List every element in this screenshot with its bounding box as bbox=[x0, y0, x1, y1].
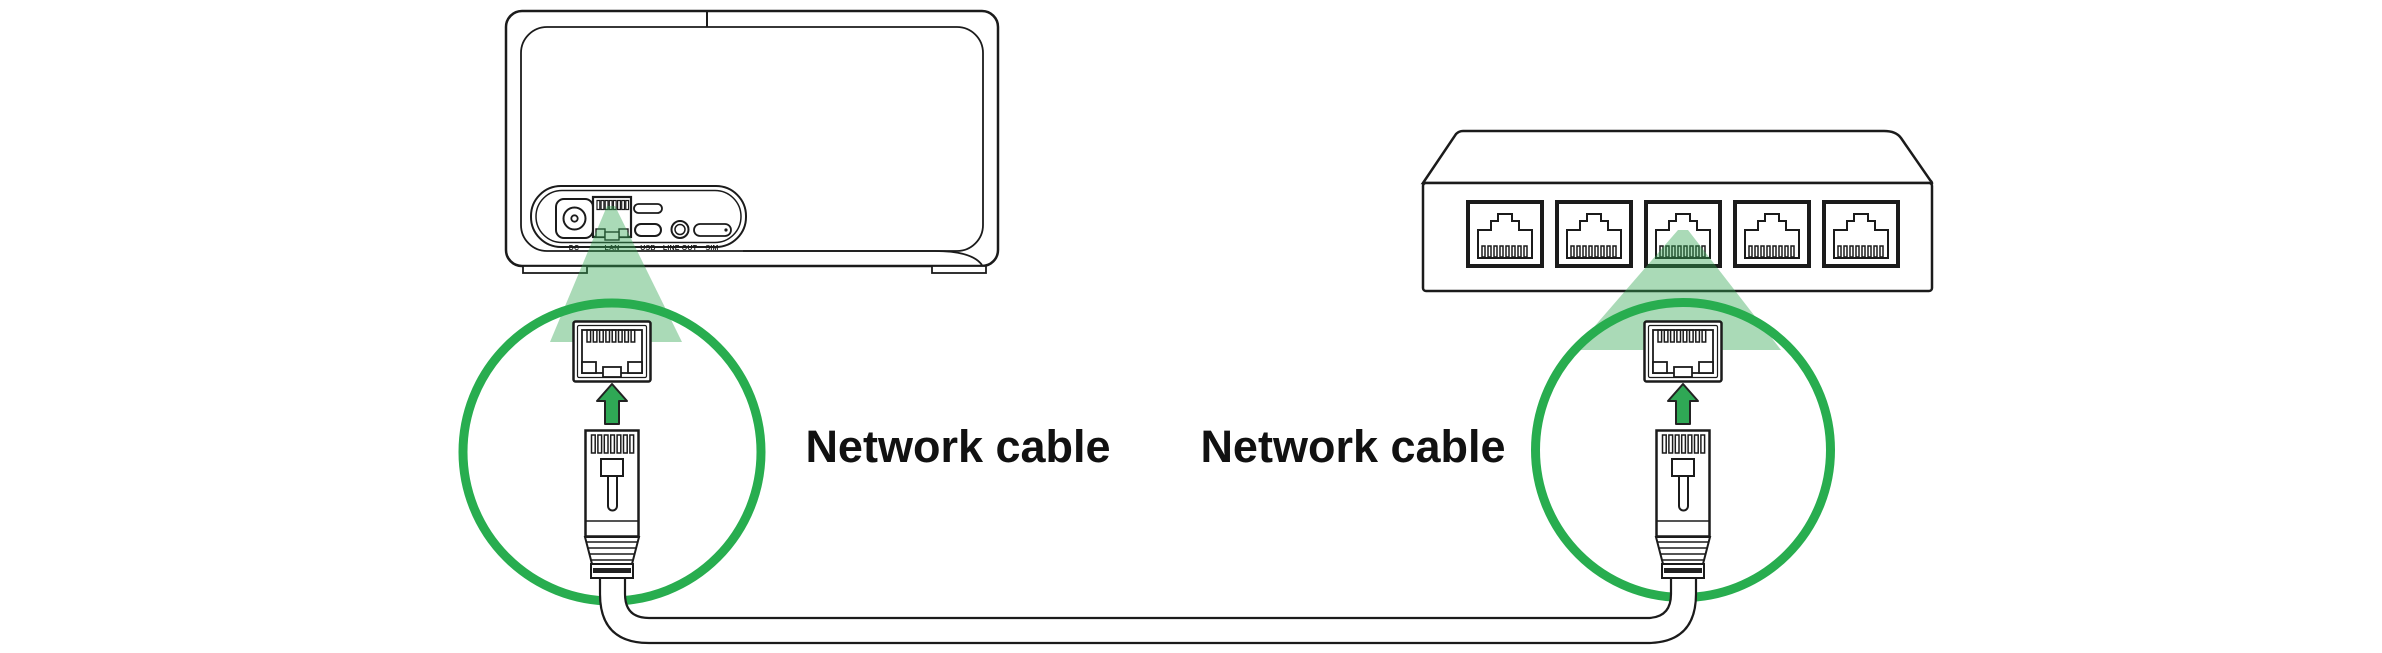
network-switch bbox=[1420, 129, 1934, 293]
network-cable-label-left: Network cable bbox=[805, 421, 1110, 472]
insert-arrow-left bbox=[596, 383, 628, 425]
dc-jack-pin bbox=[570, 214, 579, 223]
lan-port-pins bbox=[596, 199, 630, 211]
sim-label: SIM bbox=[705, 245, 718, 252]
line-out-hole bbox=[674, 223, 686, 236]
switch-top-face bbox=[1420, 129, 1934, 185]
lan-port bbox=[591, 195, 633, 241]
highlight-beam-right bbox=[1574, 230, 1781, 350]
rj45-plug-right bbox=[1654, 429, 1712, 580]
usb-label: USB bbox=[640, 245, 655, 252]
sim-eject-hole bbox=[724, 228, 728, 232]
network-cable-label-right: Network cable bbox=[1200, 421, 1505, 472]
lan-keyway bbox=[604, 231, 620, 241]
line-out-port bbox=[670, 220, 690, 239]
dc-label: DC bbox=[569, 245, 580, 252]
rj45-jack-right bbox=[1643, 320, 1723, 383]
base-station: DC LAN USB LINE OUT SIM bbox=[504, 9, 1000, 274]
rj45-jack-left bbox=[572, 320, 652, 383]
usb-c-port bbox=[634, 223, 662, 237]
dc-power-port bbox=[555, 198, 594, 239]
lan-label: LAN bbox=[605, 245, 620, 252]
foot-left bbox=[522, 265, 588, 274]
line-out-label: LINE OUT bbox=[663, 245, 698, 252]
line-out-ring bbox=[670, 220, 690, 239]
switch-port-1 bbox=[1466, 200, 1544, 268]
sim-slot bbox=[693, 223, 732, 237]
dc-jack-body bbox=[555, 198, 594, 239]
switch-port-5 bbox=[1822, 200, 1900, 268]
slot-opening bbox=[633, 203, 663, 214]
port-panel-inner bbox=[535, 189, 742, 244]
switch-port-2 bbox=[1555, 200, 1633, 268]
ethernet-cable bbox=[598, 572, 1698, 645]
port-panel: DC LAN USB LINE OUT SIM bbox=[530, 185, 747, 252]
insert-arrow-right bbox=[1667, 383, 1699, 425]
rj45-plug-left bbox=[583, 429, 641, 580]
foot-right bbox=[931, 265, 987, 274]
switch-port-4 bbox=[1733, 200, 1811, 268]
sim-slot-body bbox=[693, 223, 732, 237]
dc-jack-ring bbox=[562, 206, 587, 231]
chin-line bbox=[743, 250, 983, 266]
